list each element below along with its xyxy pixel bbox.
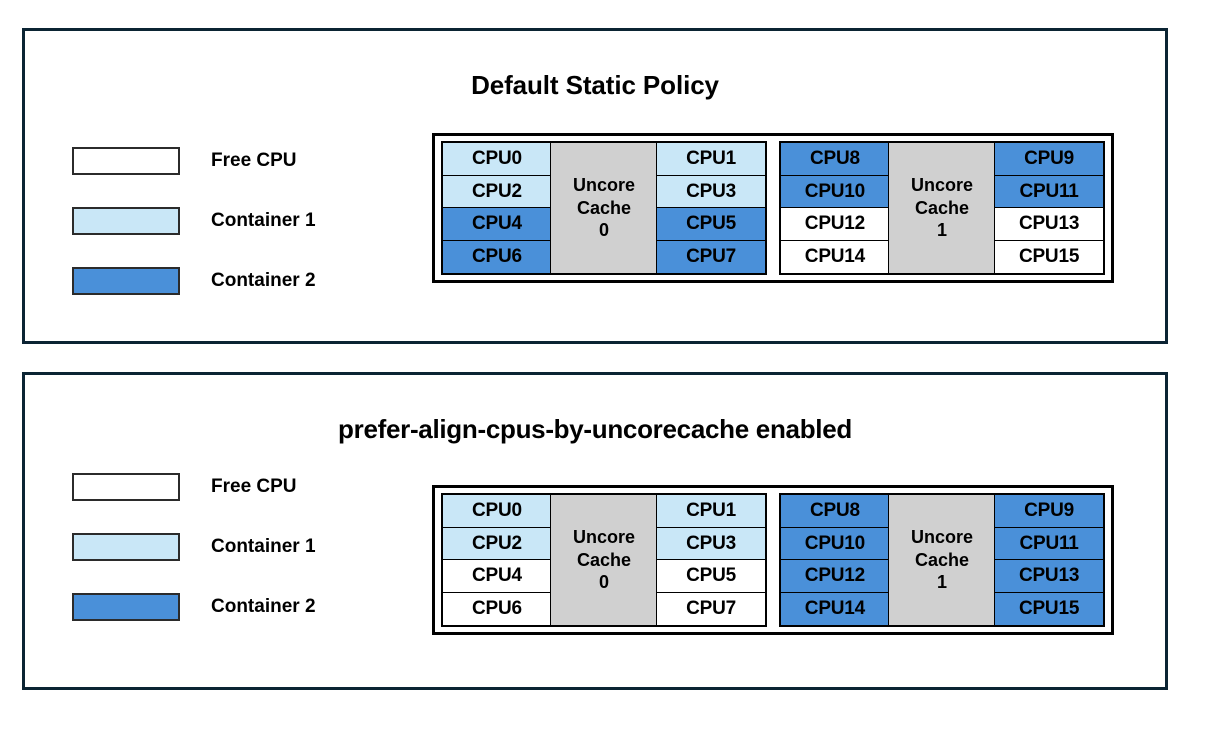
panel-title: Default Static Policy bbox=[471, 70, 719, 100]
uncore-cache-line-1: Uncore bbox=[572, 175, 635, 196]
legend-swatch-container-1 bbox=[72, 207, 180, 235]
cpu-cell: CPU1 bbox=[656, 142, 766, 177]
cpu-cell: CPU3 bbox=[656, 526, 766, 561]
cpu-cell: CPU7 bbox=[656, 239, 766, 274]
legend-swatch-container-2 bbox=[72, 267, 180, 295]
cpu-cell: CPU11 bbox=[994, 526, 1104, 561]
cpu-cell: CPU0 bbox=[442, 494, 552, 529]
cpu-cell: CPU10 bbox=[780, 526, 890, 561]
panel-title: prefer-align-cpus-by-uncorecache enabled bbox=[338, 414, 852, 444]
cpu-cell: CPU15 bbox=[994, 239, 1104, 274]
cache-group-1: CPU8 CPU10 CPU12 CPU14 Uncore Cache 1 CP… bbox=[779, 141, 1105, 275]
cpu-column-right: CPU1 CPU3 CPU5 CPU7 bbox=[656, 494, 766, 626]
uncore-cache-cell: Uncore Cache 1 bbox=[888, 142, 996, 274]
uncore-cache-line-1: Uncore bbox=[910, 175, 973, 196]
cpu-column-left: CPU0 CPU2 CPU4 CPU6 bbox=[442, 142, 552, 274]
uncore-cache-line-1: Uncore bbox=[910, 527, 973, 548]
cpu-topology-table: CPU0 CPU2 CPU4 CPU6 Uncore Cache 0 CPU1 … bbox=[432, 133, 1114, 283]
cpu-cell: CPU8 bbox=[780, 142, 890, 177]
uncore-cache-index: 1 bbox=[936, 572, 947, 593]
cpu-cell: CPU4 bbox=[442, 207, 552, 242]
legend-item-container-1: Container 1 bbox=[72, 191, 316, 251]
legend-swatch-container-2 bbox=[72, 593, 180, 621]
cpu-cell: CPU4 bbox=[442, 559, 552, 594]
cpu-cell: CPU14 bbox=[780, 239, 890, 274]
legend-label-free-cpu: Free CPU bbox=[211, 476, 297, 497]
cpu-cell: CPU15 bbox=[994, 591, 1104, 626]
cpu-cell: CPU7 bbox=[656, 591, 766, 626]
cpu-cell: CPU11 bbox=[994, 174, 1104, 209]
uncore-cache-line-1: Uncore bbox=[572, 527, 635, 548]
uncore-cache-line-2: Cache bbox=[914, 197, 970, 218]
cpu-cell: CPU9 bbox=[994, 494, 1104, 529]
cpu-cell: CPU5 bbox=[656, 559, 766, 594]
cpu-column-right: CPU9 CPU11 CPU13 CPU15 bbox=[994, 494, 1104, 626]
cpu-cell: CPU13 bbox=[994, 207, 1104, 242]
legend-label-container-2: Container 2 bbox=[211, 270, 316, 291]
legend: Free CPU Container 1 Container 2 bbox=[72, 457, 316, 637]
cpu-cell: CPU2 bbox=[442, 526, 552, 561]
legend-label-container-1: Container 1 bbox=[211, 536, 316, 557]
cpu-column-left: CPU8 CPU10 CPU12 CPU14 bbox=[780, 494, 890, 626]
cpu-cell: CPU13 bbox=[994, 559, 1104, 594]
cpu-cell: CPU5 bbox=[656, 207, 766, 242]
legend-label-container-1: Container 1 bbox=[211, 210, 316, 231]
uncore-cache-index: 1 bbox=[936, 220, 947, 241]
panel-prefer-align-cpus-by-uncorecache: prefer-align-cpus-by-uncorecache enabled… bbox=[22, 372, 1168, 690]
cache-group-1: CPU8 CPU10 CPU12 CPU14 Uncore Cache 1 CP… bbox=[779, 493, 1105, 627]
uncore-cache-line-2: Cache bbox=[576, 197, 632, 218]
legend-label-free-cpu: Free CPU bbox=[211, 150, 297, 171]
cpu-cell: CPU6 bbox=[442, 239, 552, 274]
uncore-cache-line-2: Cache bbox=[576, 549, 632, 570]
legend-swatch-free-cpu bbox=[72, 147, 180, 175]
cpu-cell: CPU0 bbox=[442, 142, 552, 177]
legend-swatch-free-cpu bbox=[72, 473, 180, 501]
cpu-cell: CPU3 bbox=[656, 174, 766, 209]
uncore-cache-cell: Uncore Cache 0 bbox=[550, 142, 658, 274]
cpu-cell: CPU12 bbox=[780, 207, 890, 242]
uncore-cache-index: 0 bbox=[598, 572, 609, 593]
legend-swatch-container-1 bbox=[72, 533, 180, 561]
uncore-cache-index: 0 bbox=[598, 220, 609, 241]
cpu-cell: CPU6 bbox=[442, 591, 552, 626]
cpu-cell: CPU8 bbox=[780, 494, 890, 529]
cpu-column-left: CPU8 CPU10 CPU12 CPU14 bbox=[780, 142, 890, 274]
cpu-column-right: CPU1 CPU3 CPU5 CPU7 bbox=[656, 142, 766, 274]
cpu-cell: CPU2 bbox=[442, 174, 552, 209]
uncore-cache-cell: Uncore Cache 1 bbox=[888, 494, 996, 626]
legend-label-container-2: Container 2 bbox=[211, 596, 316, 617]
legend-item-container-2: Container 2 bbox=[72, 577, 316, 637]
cpu-topology-table: CPU0 CPU2 CPU4 CPU6 Uncore Cache 0 CPU1 … bbox=[432, 485, 1114, 635]
cpu-cell: CPU14 bbox=[780, 591, 890, 626]
legend: Free CPU Container 1 Container 2 bbox=[72, 131, 316, 311]
legend-item-container-1: Container 1 bbox=[72, 517, 316, 577]
cpu-cell: CPU1 bbox=[656, 494, 766, 529]
legend-item-free-cpu: Free CPU bbox=[72, 457, 316, 517]
legend-item-free-cpu: Free CPU bbox=[72, 131, 316, 191]
cpu-column-left: CPU0 CPU2 CPU4 CPU6 bbox=[442, 494, 552, 626]
cpu-cell: CPU12 bbox=[780, 559, 890, 594]
legend-item-container-2: Container 2 bbox=[72, 251, 316, 311]
panel-default-static-policy: Default Static Policy Free CPU Container… bbox=[22, 28, 1168, 344]
cache-group-0: CPU0 CPU2 CPU4 CPU6 Uncore Cache 0 CPU1 … bbox=[441, 141, 767, 275]
cpu-cell: CPU10 bbox=[780, 174, 890, 209]
uncore-cache-line-2: Cache bbox=[914, 549, 970, 570]
cpu-cell: CPU9 bbox=[994, 142, 1104, 177]
uncore-cache-cell: Uncore Cache 0 bbox=[550, 494, 658, 626]
cache-group-0: CPU0 CPU2 CPU4 CPU6 Uncore Cache 0 CPU1 … bbox=[441, 493, 767, 627]
cpu-column-right: CPU9 CPU11 CPU13 CPU15 bbox=[994, 142, 1104, 274]
